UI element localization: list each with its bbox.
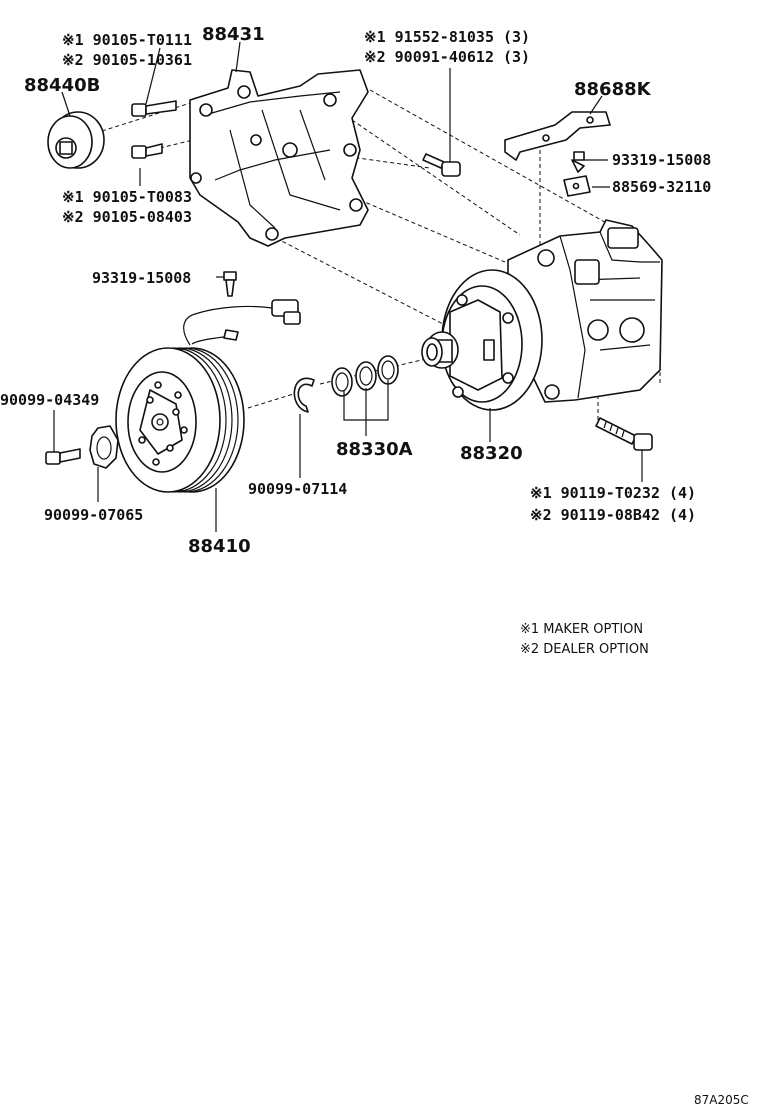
option-legend: ※1 MAKER OPTION ※2 DEALER OPTION bbox=[520, 622, 649, 657]
compressor-bracket bbox=[189, 69, 369, 247]
label-shims: 88330A bbox=[336, 439, 413, 460]
label-clutch: 88410 bbox=[188, 536, 251, 557]
illustration-code: 87A205C bbox=[694, 1093, 749, 1107]
label-lock-washer: 90099-07065 bbox=[44, 506, 143, 524]
label-wire-bolt: 93319-15008 bbox=[92, 269, 191, 287]
bolt-bracket-compressor bbox=[422, 153, 461, 177]
legend-dealer-option: ※2 DEALER OPTION bbox=[520, 642, 649, 657]
label-washer-bolt: 90099-04349 bbox=[0, 391, 99, 409]
label-compressor: 88320 bbox=[460, 443, 523, 464]
label-idler-pulley: 88440B bbox=[24, 75, 100, 96]
label-bolt-c1: ※1 91552-81035 (3) bbox=[364, 28, 530, 46]
compressor-stay bbox=[504, 111, 611, 161]
wire-clamp bbox=[563, 175, 591, 197]
ac-compressor bbox=[421, 219, 663, 411]
bolt-lower bbox=[131, 143, 163, 159]
label-bolt-b2: ※2 90105-08403 bbox=[62, 208, 192, 226]
idler-pulley bbox=[47, 111, 105, 169]
stay-bolt bbox=[571, 151, 585, 173]
label-bolt-a1: ※1 90105-T0111 bbox=[62, 31, 192, 49]
lock-washer bbox=[89, 425, 119, 469]
magnet-clutch bbox=[115, 347, 245, 493]
label-bracket: 88431 bbox=[202, 24, 265, 45]
label-stay: 88688K bbox=[574, 79, 652, 100]
legend-maker-option: ※1 MAKER OPTION bbox=[520, 622, 643, 637]
leader-lines bbox=[53, 41, 643, 532]
label-stay-bolt: 93319-15008 bbox=[612, 151, 711, 169]
clutch-shims bbox=[331, 355, 399, 397]
label-clamp: 88569-32110 bbox=[612, 178, 711, 196]
washer-bolt bbox=[45, 448, 81, 465]
bolt-upper bbox=[131, 100, 177, 117]
part-labels: ※1 90105-T0111 88431 ※2 90105-10361 8844… bbox=[0, 24, 711, 557]
compressor-mount-bolt bbox=[595, 417, 653, 451]
clutch-wire-harness bbox=[183, 299, 301, 346]
label-snap-ring: 90099-07114 bbox=[248, 480, 347, 498]
label-bolt-d1: ※1 90119-T0232 (4) bbox=[530, 484, 696, 502]
label-bolt-c2: ※2 90091-40612 (3) bbox=[364, 48, 530, 66]
wire-bolt bbox=[223, 271, 237, 297]
label-bolt-a2: ※2 90105-10361 bbox=[62, 51, 192, 69]
label-bolt-b1: ※1 90105-T0083 bbox=[62, 188, 192, 206]
snap-ring bbox=[293, 377, 315, 413]
label-bolt-d2: ※2 90119-08B42 (4) bbox=[530, 506, 696, 524]
